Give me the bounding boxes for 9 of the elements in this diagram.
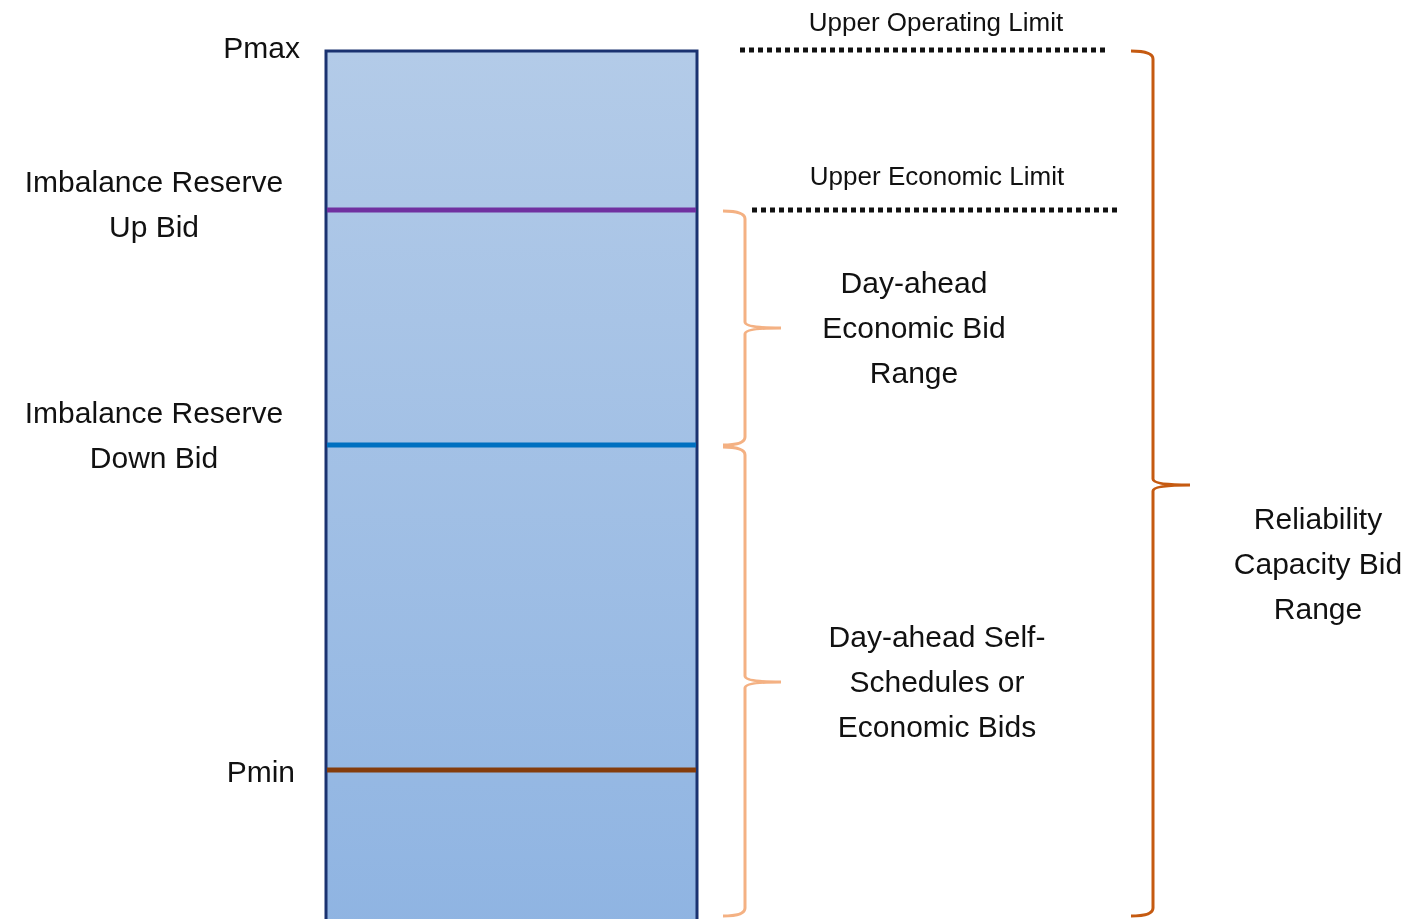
level-label: Imbalance Reserve Down Bid (23, 395, 285, 476)
level-label: Imbalance Reserve Up Bid (23, 164, 285, 245)
level-label: Pmin (225, 754, 295, 790)
range-label: Reliability Capacity Bid Range (1232, 501, 1404, 627)
limit-label: Upper Operating Limit (807, 6, 1065, 39)
range-label: Day-ahead Self-Schedules or Economic Bids (827, 619, 1047, 745)
level-label: Pmax (222, 30, 300, 66)
limit-label: Upper Economic Limit (808, 160, 1066, 193)
range-label: Day-ahead Economic Bid Range (821, 265, 1007, 391)
